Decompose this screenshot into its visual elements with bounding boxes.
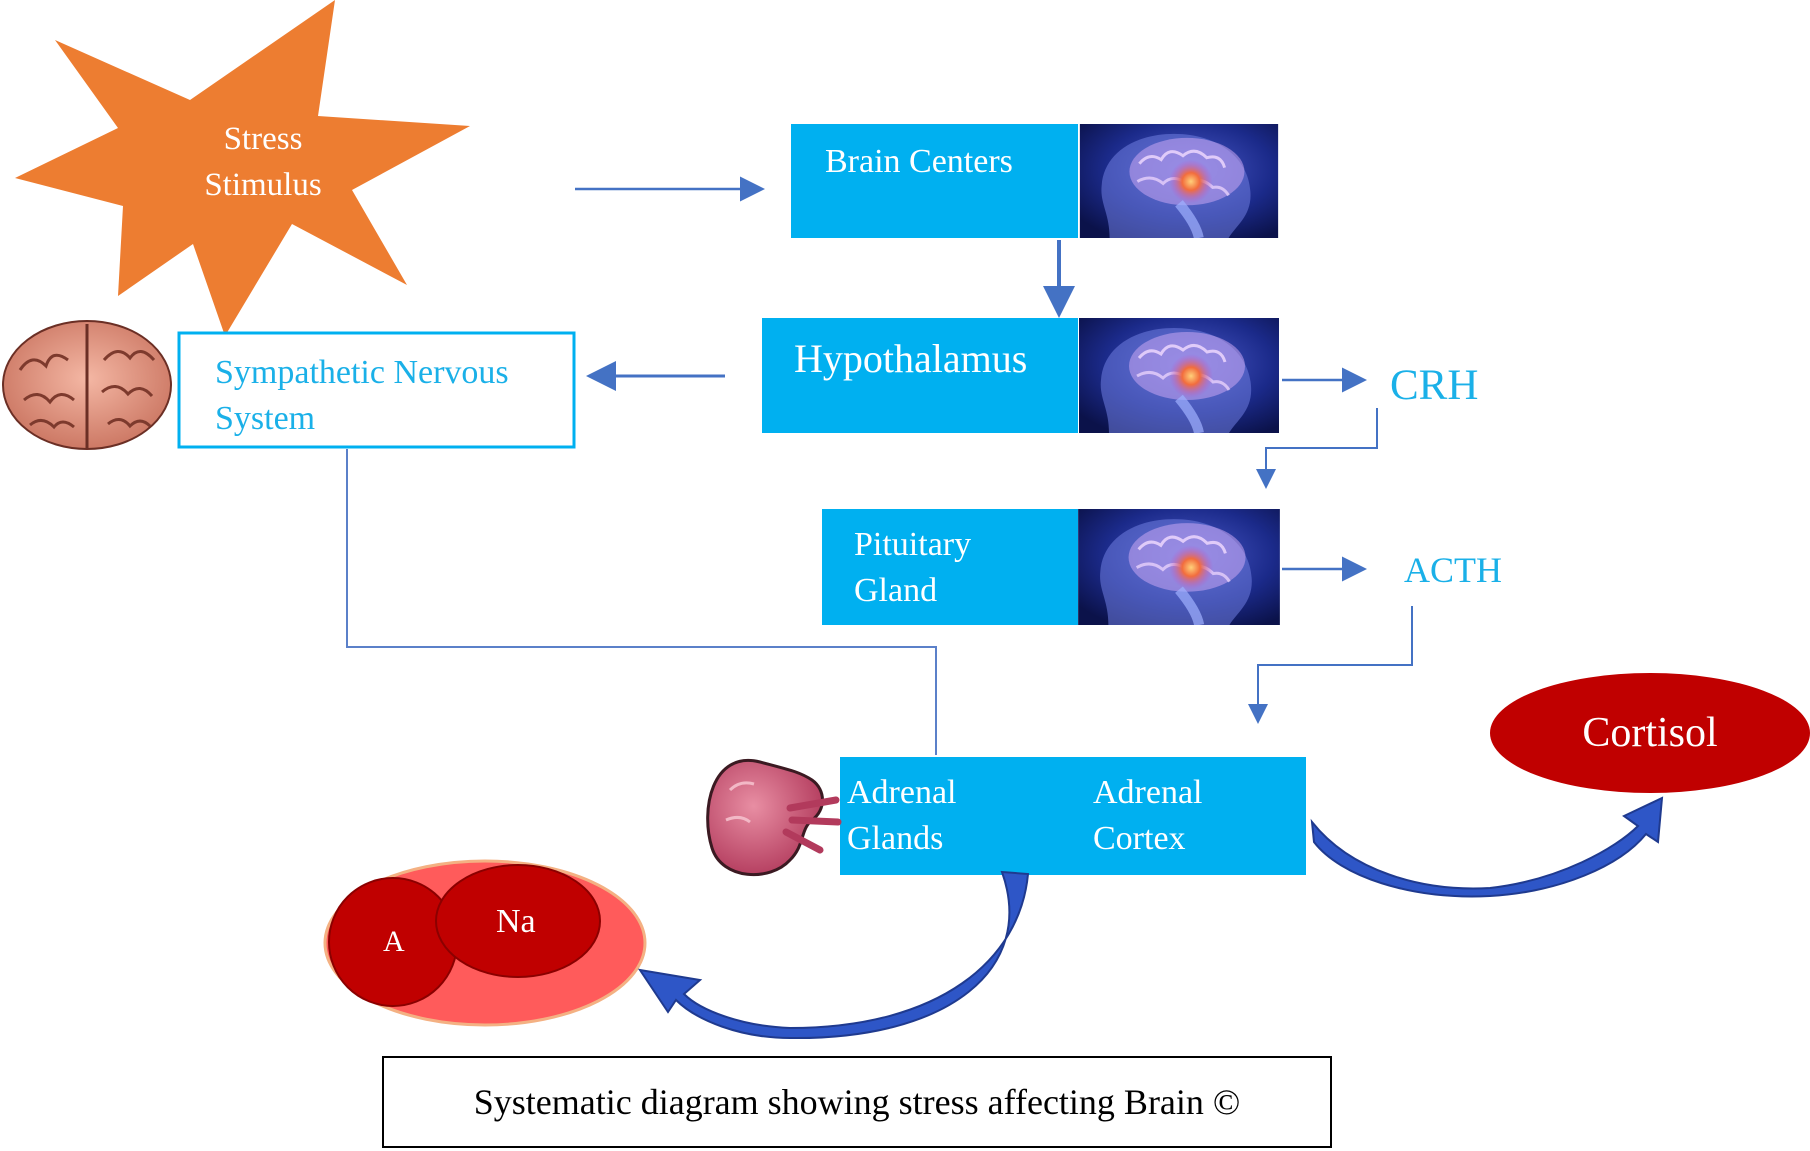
head-mri-icon (1080, 124, 1278, 238)
pituitary-node (822, 509, 1280, 625)
adrenal-cortex-label: Adrenal Cortex (1093, 770, 1203, 862)
adrenal-glands-line1: Adrenal (847, 774, 957, 811)
connector-crh-to-pituitary (1256, 408, 1378, 489)
crh-label: CRH (1390, 362, 1479, 409)
aldosterone-label: A (383, 925, 405, 958)
acth-label: ACTH (1404, 550, 1502, 590)
adrenal-node (840, 757, 1306, 875)
stress-stimulus-star (15, 0, 470, 336)
sympathetic-label: Sympathetic Nervous System (215, 350, 509, 442)
curved-arrow-adrenal-to-cortisol (1310, 796, 1664, 898)
brain-centers-node (791, 124, 1278, 238)
pituitary-label: Pituitary Gland (854, 522, 971, 614)
stress-stimulus-label: Stress Stimulus (188, 116, 338, 208)
adrenal-glands-label: Adrenal Glands (847, 770, 957, 862)
cortisol-label: Cortisol (1582, 710, 1718, 756)
head-mri-icon (1078, 509, 1280, 625)
caption-box: Systematic diagram showing stress affect… (382, 1056, 1332, 1148)
head-mri-icon (1079, 318, 1279, 433)
kidney-icon (706, 758, 842, 877)
cortisol-node (1490, 673, 1810, 793)
stress-label-line1: Stress (223, 121, 303, 157)
pituitary-line1: Pituitary (854, 526, 972, 563)
connector-sympathetic-to-adrenal (346, 449, 937, 755)
brain-centers-label: Brain Centers (825, 143, 1013, 180)
sympathetic-node (177, 331, 576, 449)
pituitary-line2: Gland (854, 572, 938, 609)
adrenal-glands-line2: Glands (847, 820, 944, 857)
adrenal-cortex-line2: Cortex (1093, 820, 1186, 857)
connector-acth-to-adrenal (1248, 606, 1413, 724)
sympathetic-line1: Sympathetic Nervous (215, 354, 509, 391)
aldosterone-sodium-node (323, 859, 647, 1027)
brain-icon (2, 320, 172, 450)
hypothalamus-node (762, 318, 1279, 433)
adrenal-cortex-line1: Adrenal (1093, 774, 1203, 811)
sympathetic-line2: System (215, 400, 316, 437)
sodium-label: Na (496, 903, 536, 940)
curved-arrow-adrenal-to-salt (637, 870, 1030, 1040)
stress-label-line2: Stimulus (204, 167, 322, 203)
hypothalamus-label: Hypothalamus (794, 336, 1028, 381)
caption-text: Systematic diagram showing stress affect… (473, 1082, 1241, 1122)
